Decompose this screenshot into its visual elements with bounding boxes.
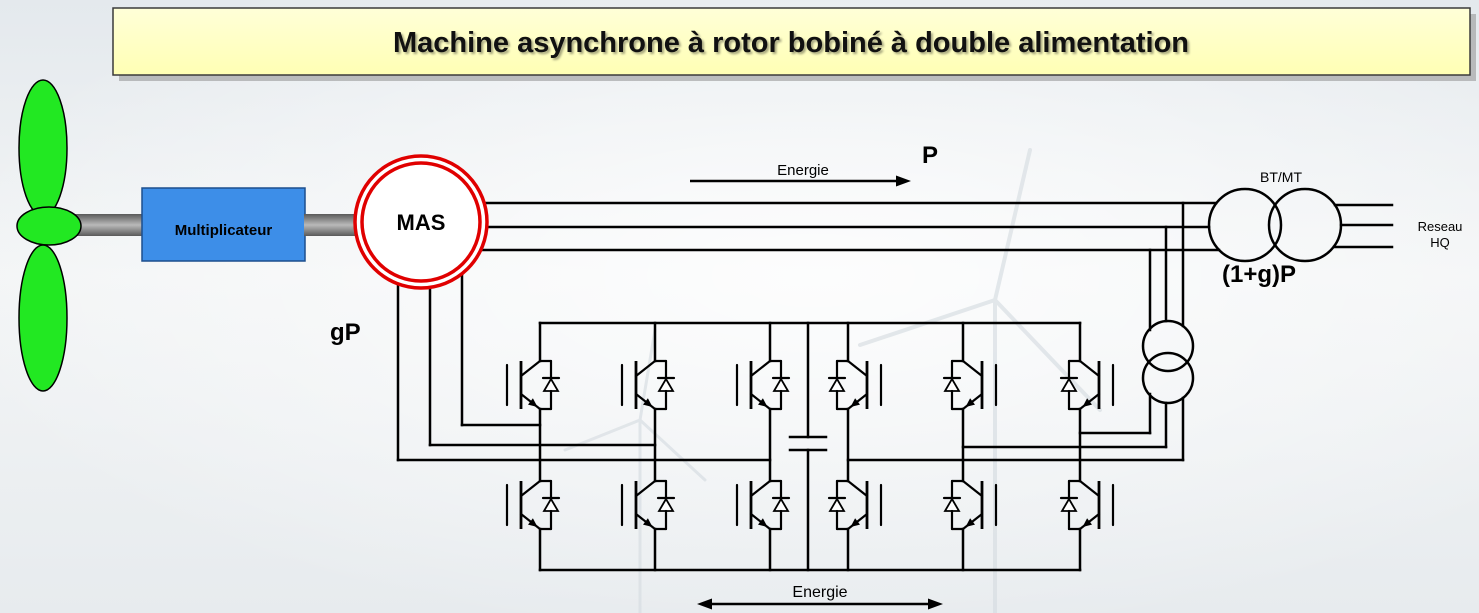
page-title: Machine asynchrone à rotor bobiné à doub…	[393, 27, 1189, 59]
energy-flow-bottom-label: Energie	[792, 584, 847, 601]
grid-power-label: (1+g)P	[1222, 261, 1296, 288]
turbine-blade-bottom	[18, 244, 68, 392]
machine-label: MAS	[397, 210, 446, 235]
energy-flow-top-label: Energie	[777, 162, 829, 179]
title-banner: Machine asynchrone à rotor bobiné à doub…	[112, 7, 1476, 81]
energy-flow-bottom-arrow	[697, 598, 943, 610]
energy-flow-top-arrow	[690, 175, 911, 187]
gearbox: Multiplicateur	[141, 187, 306, 262]
transformer-label: BT/MT	[1260, 169, 1302, 185]
gearbox-label: Multiplicateur	[175, 222, 273, 239]
grid-label-line1: Reseau	[1418, 219, 1463, 234]
wind-turbine	[16, 79, 144, 392]
auxiliary-transformer	[1141, 319, 1195, 405]
grid-lines	[1332, 203, 1394, 249]
dc-link-capacitor	[788, 321, 828, 572]
stator-power-label: P	[922, 142, 938, 169]
stator-lines	[468, 201, 1221, 252]
rotor-lines	[396, 258, 772, 462]
induction-machine: MAS	[353, 154, 489, 290]
title-banner-box	[112, 7, 1471, 76]
rotor-power-label: gP	[330, 319, 361, 346]
gearbox-box	[141, 187, 306, 262]
grid-label-line2: HQ	[1430, 235, 1450, 250]
grid-side-taps	[846, 201, 1185, 462]
back-to-back-converter	[505, 321, 1115, 572]
high-speed-shaft	[304, 214, 360, 236]
converter-legs	[538, 321, 1082, 572]
turbine-blade-top	[18, 79, 68, 217]
turbine-hub	[16, 206, 82, 246]
low-speed-shaft	[72, 214, 144, 236]
main-transformer: BT/MT	[1207, 169, 1343, 263]
